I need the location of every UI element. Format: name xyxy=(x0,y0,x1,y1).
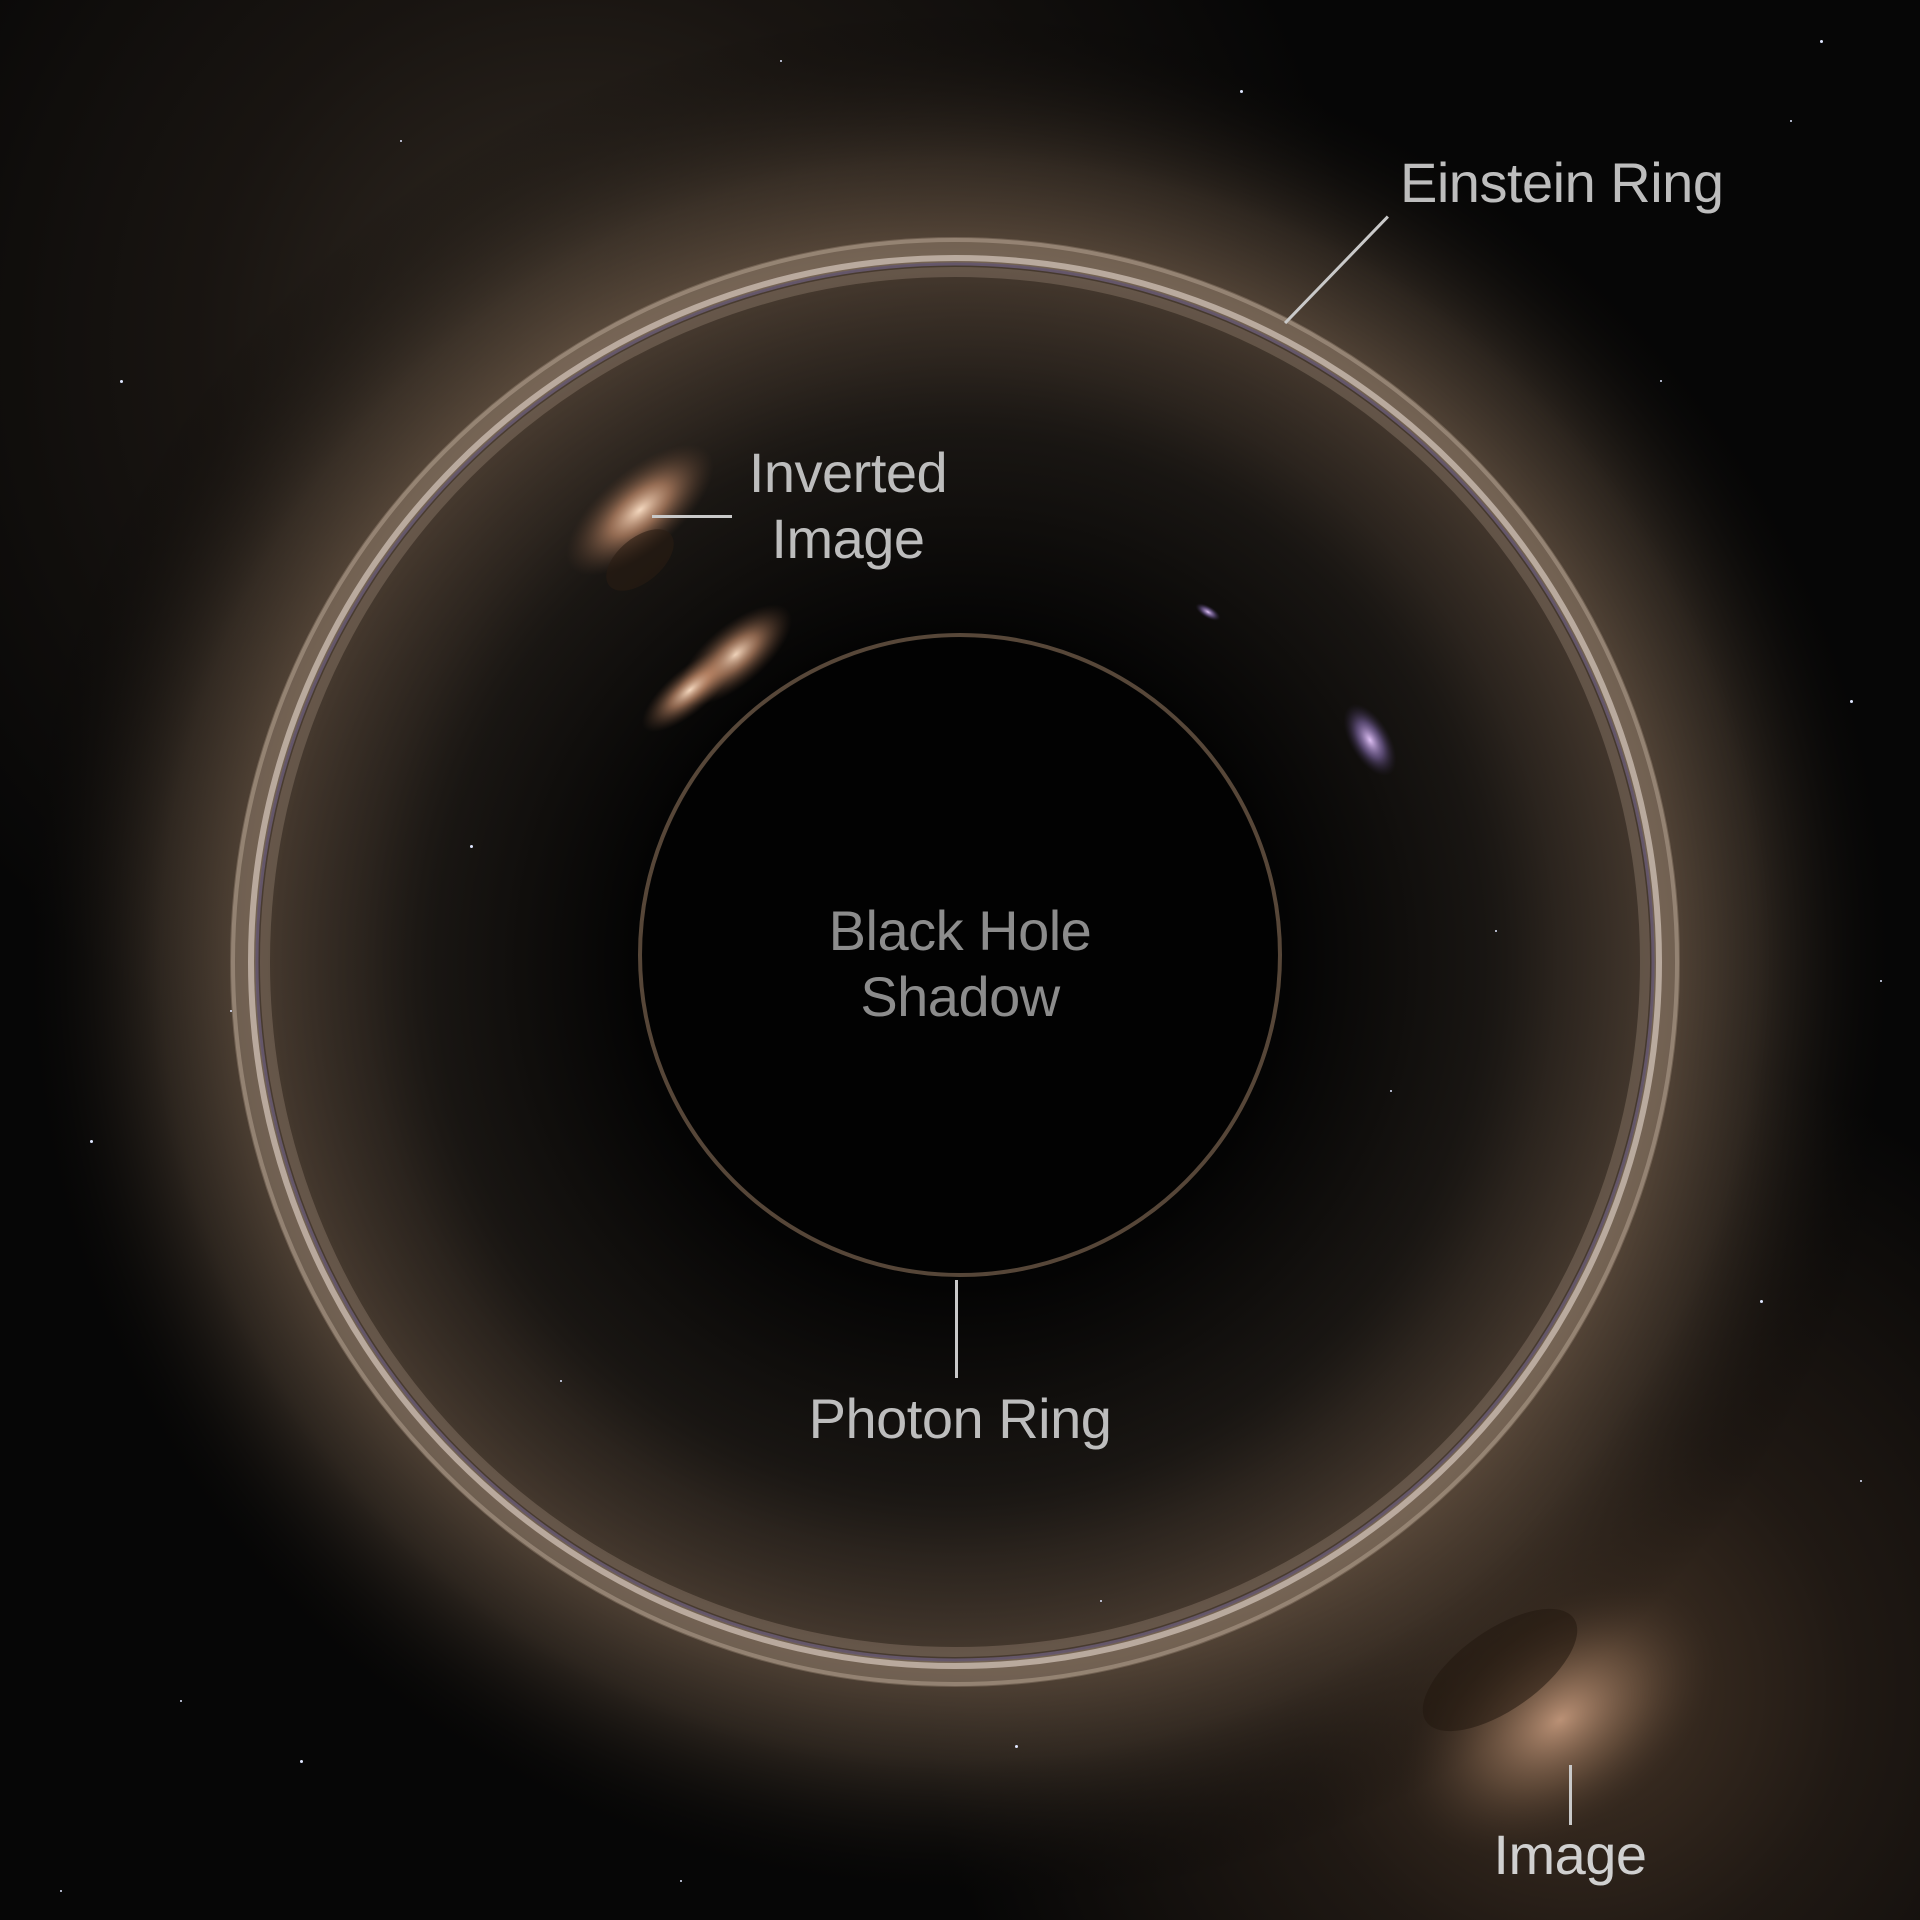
inverted-image-label: Inverted Image xyxy=(728,440,968,572)
einstein-ring-label: Einstein Ring xyxy=(1400,151,1724,214)
inverted-image-label-line1: Inverted xyxy=(748,441,948,504)
lensed-galaxy xyxy=(1343,703,1397,777)
einstein-ring xyxy=(230,237,1680,1687)
black-hole-shadow-label: Black Hole Shadow xyxy=(760,898,1160,1030)
photon-ring xyxy=(638,633,1282,1277)
inverted-image-glow xyxy=(566,444,792,733)
black-hole-shadow xyxy=(643,638,1277,1272)
inverted-image-leader-line xyxy=(652,515,732,518)
shadow-label-line2: Shadow xyxy=(860,965,1060,1028)
shadow-label-line1: Black Hole xyxy=(828,899,1092,962)
photon-ring-label: Photon Ring xyxy=(808,1387,1112,1450)
photon-ring-leader-line xyxy=(955,1280,958,1378)
image-label: Image xyxy=(1493,1823,1647,1886)
image-leader-line xyxy=(1569,1765,1572,1825)
inverted-image-label-line2: Image xyxy=(771,507,925,570)
